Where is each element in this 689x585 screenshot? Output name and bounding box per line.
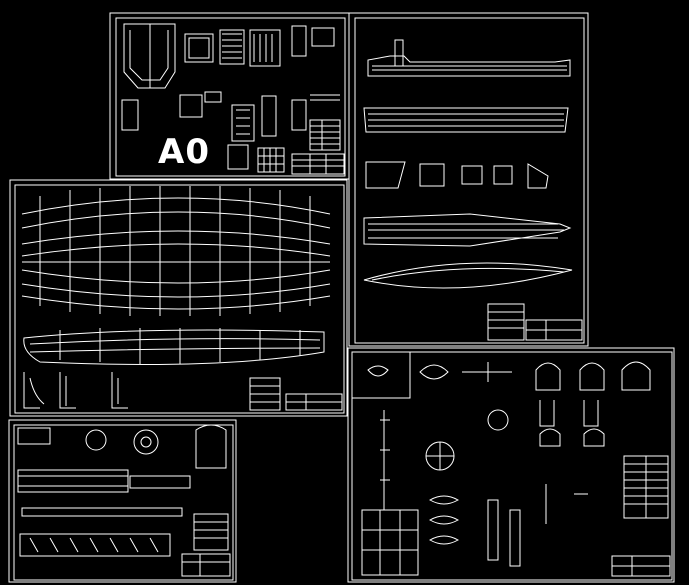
- sheet-rudder-fittings[interactable]: [347, 347, 675, 583]
- sheet-hull-profiles[interactable]: [348, 12, 589, 347]
- sheet-shafting[interactable]: [8, 419, 237, 583]
- sheet-structural-details[interactable]: [109, 12, 350, 180]
- sheet-size-stamp: A0: [158, 132, 210, 172]
- sheet-lines-plan[interactable]: [9, 179, 348, 417]
